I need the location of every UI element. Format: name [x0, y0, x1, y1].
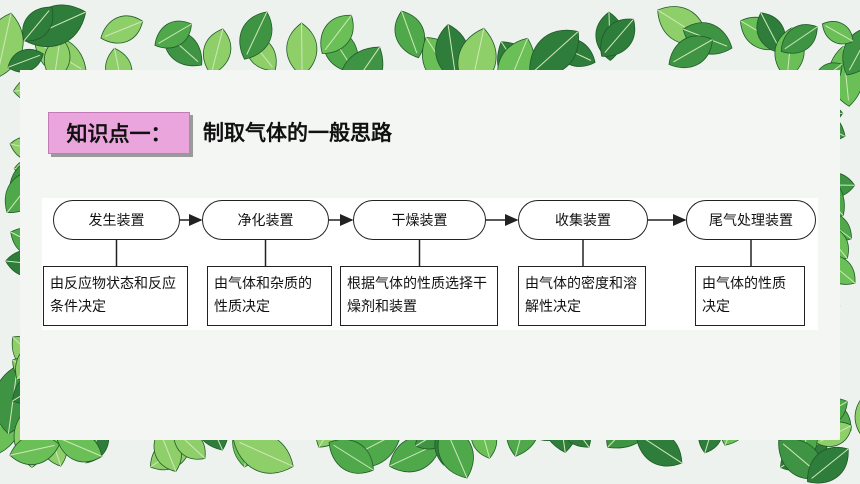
leaf-vein [324, 14, 352, 51]
leaf-vein [811, 448, 849, 479]
leaf-vein [673, 39, 713, 63]
note-generation: 由反应物状态和反应条件决定 [43, 266, 188, 326]
leaf-vein [239, 441, 294, 467]
leaf-vein [60, 438, 103, 457]
leaf-vein [825, 25, 854, 42]
leaf-vein [158, 23, 192, 44]
step-collection-apparatus: 收集装置 [518, 200, 648, 240]
step-tail-gas-apparatus: 尾气处理装置 [686, 200, 816, 240]
leaf-vein [7, 372, 18, 434]
leaf-vein [7, 54, 40, 68]
note-purification: 由气体和杂质的性质决定 [207, 266, 332, 326]
leaf-vein [848, 26, 860, 71]
leaf-vein [401, 10, 418, 54]
note-drying: 根据气体的性质选择干燥剂和装置 [340, 266, 498, 326]
leaf-vein [640, 435, 683, 464]
step-generation-apparatus: 发生装置 [53, 200, 180, 240]
leaf-vein [211, 28, 224, 70]
leaf-vein [604, 18, 634, 53]
leaf-vein [23, 10, 50, 42]
step-drying-apparatus: 干燥装置 [353, 200, 486, 240]
section-tag: 知识点一： [48, 112, 190, 154]
leaf-vein [333, 444, 374, 471]
leaf-vein [760, 12, 781, 50]
section-title: 制取气体的一般思路 [203, 121, 392, 145]
note-tail-gas: 由气体的性质决定 [695, 266, 805, 326]
leaf-vein [9, 444, 55, 456]
leaf-vein [534, 31, 579, 71]
leaf-vein [784, 26, 818, 50]
leaf-vein [246, 11, 268, 55]
leaf-vein [0, 13, 12, 72]
note-collection: 由气体的密度和溶解性决定 [518, 266, 646, 326]
leaf-vein [447, 24, 456, 76]
step-purification-apparatus: 净化装置 [202, 200, 329, 240]
leaf-vein [104, 20, 143, 37]
leaf-icon [854, 387, 860, 444]
